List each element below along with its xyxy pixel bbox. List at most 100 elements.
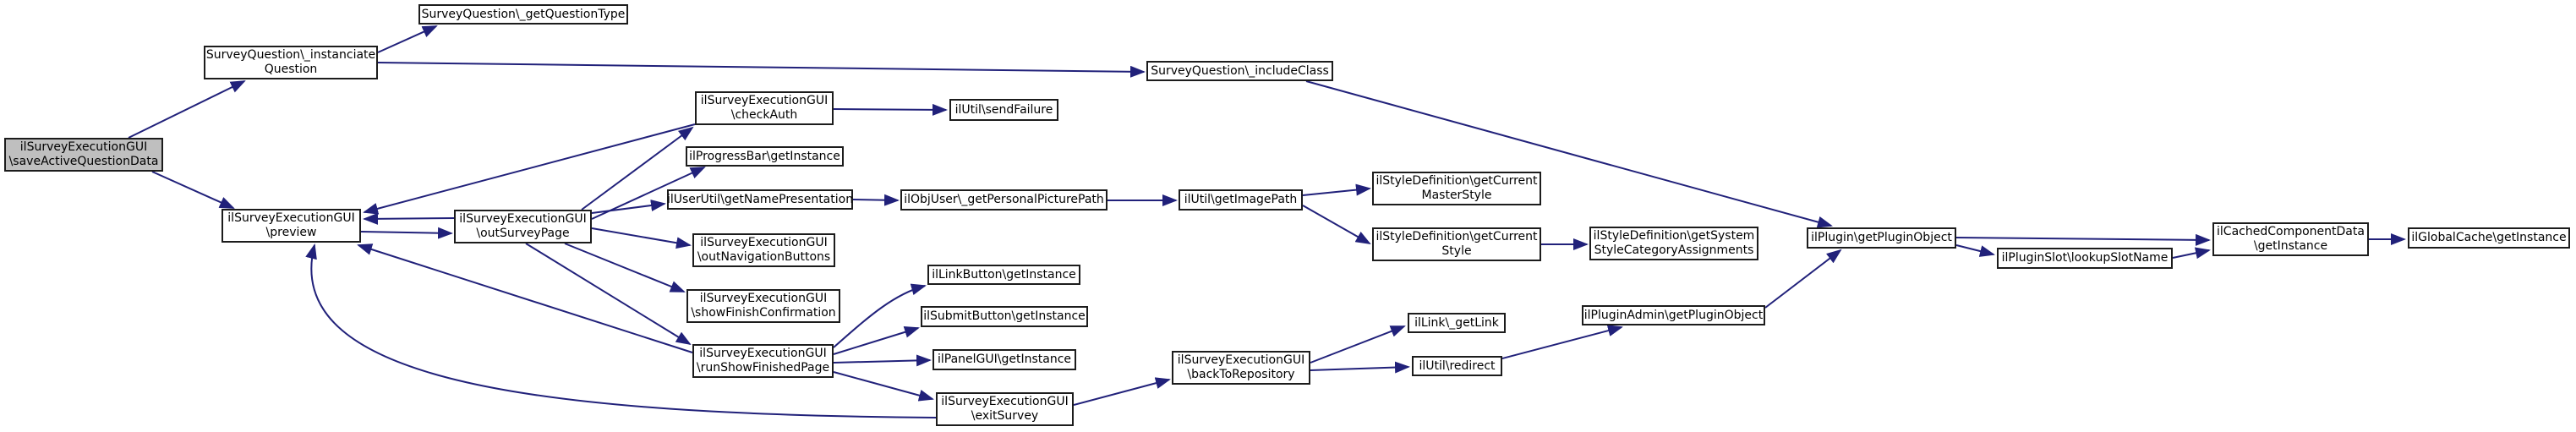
- edge-runShowFinishedPage-to-panelGUIGetInstance: [833, 354, 932, 367]
- graph-node-label: ilStyleDefinition\getCurrent: [1376, 230, 1538, 243]
- edge-outSurveyPage-to-outNavigationButtons: [591, 227, 692, 249]
- edge-saveActiveQuestionData-to-instanciateQuestion: [128, 80, 246, 139]
- graph-node-label: ilPlugin\getPluginObject: [1811, 231, 1952, 244]
- graph-node-label: ilSurveyExecutionGUI: [1177, 353, 1305, 367]
- graph-node-linkButtonGetInstance[interactable]: ilLinkButton\getInstance: [927, 265, 1080, 285]
- graph-node-label: SurveyQuestion\_includeClass: [1151, 63, 1329, 78]
- graph-node-outNavigationButtons[interactable]: ilSurveyExecutionGUI\outNavigationButton…: [692, 233, 835, 267]
- graph-node-label: \showFinishConfirmation: [691, 306, 836, 320]
- graph-node-label: ilProgressBar\getInstance: [689, 149, 840, 163]
- graph-node-label: ilSurveyExecutionGUI: [227, 211, 355, 225]
- edge-saveActiveQuestionData-to-preview: [151, 171, 235, 209]
- edge-backToRepository-to-redirect: [1310, 361, 1410, 374]
- edge-getImagePath-to-getCurrentMasterStyle: [1302, 183, 1371, 196]
- graph-node-label: ilSurveyExecutionGUI: [19, 140, 148, 154]
- graph-node-redirect[interactable]: ilUtil\redirect: [1412, 356, 1502, 376]
- edge-exitSurvey-to-backToRepository: [1073, 377, 1171, 406]
- graph-node-label: ilSurveyExecutionGUI: [459, 212, 587, 226]
- graph-node-pluginAdminGetPluginObject[interactable]: ilPluginAdmin\getPluginObject: [1582, 305, 1765, 325]
- graph-node-getImagePath[interactable]: ilUtil\getImagePath: [1179, 189, 1303, 211]
- graph-node-label: MasterStyle: [1421, 189, 1492, 202]
- graph-node-checkAuth[interactable]: ilSurveyExecutionGUI\checkAuth: [695, 91, 834, 125]
- graph-node-showFinishConfirmation[interactable]: ilSurveyExecutionGUI\showFinishConfirmat…: [686, 289, 840, 323]
- graph-node-saveActiveQuestionData: ilSurveyExecutionGUI\saveActiveQuestionD…: [4, 138, 163, 172]
- graph-node-label: ilPanelGUI\getInstance: [937, 353, 1072, 366]
- edge-lookupSlotName-to-cachedComponentDataGetInstance: [2172, 247, 2211, 260]
- graph-node-label: ilSurveyExecutionGUI: [941, 395, 1069, 408]
- edge-instanciateQuestion-to-includeClass: [377, 62, 1146, 78]
- graph-node-getQuestionType[interactable]: SurveyQuestion\_getQuestionType: [418, 4, 628, 25]
- edge-pluginAdminGetPluginObject-to-pluginGetPluginObject: [1764, 249, 1842, 309]
- graph-node-label: ilLinkButton\getInstance: [932, 267, 1076, 282]
- graph-node-label: \checkAuth: [730, 108, 798, 122]
- edge-pluginGetPluginObject-to-cachedComponentDataGetInstance: [1955, 233, 2211, 246]
- edge-outSurveyPage-to-runShowFinishedPage: [525, 243, 692, 346]
- graph-node-progressBarGetInstance[interactable]: ilProgressBar\getInstance: [686, 146, 844, 167]
- graph-node-label: ilGlobalCache\getInstance: [2411, 231, 2567, 244]
- edge-outSurveyPage-to-showFinishConfirmation: [564, 243, 686, 293]
- graph-node-label: SurveyQuestion\_instanciate: [205, 48, 376, 62]
- graph-node-runShowFinishedPage[interactable]: ilSurveyExecutionGUI\runShowFinishedPage: [692, 344, 834, 378]
- graph-node-lookupSlotName[interactable]: ilPluginSlot\lookupSlotName: [1997, 248, 2173, 269]
- graph-node-getPersonalPicturePath[interactable]: ilObjUser\_getPersonalPicturePath: [900, 189, 1108, 211]
- edge-outSurveyPage-to-getNamePresentation: [591, 200, 666, 214]
- edge-runShowFinishedPage-to-preview: [357, 243, 693, 353]
- graph-node-getNamePresentation[interactable]: ilUserUtil\getNamePresentation: [667, 189, 853, 210]
- edge-redirect-to-pluginAdminGetPluginObject: [1501, 325, 1623, 359]
- graph-node-label: \runShowFinishedPage: [696, 361, 830, 375]
- edge-checkAuth-to-sendFailure: [833, 103, 948, 116]
- graph-node-label: ilUserUtil\getNamePresentation: [666, 192, 854, 206]
- graph-node-label: \exitSurvey: [971, 409, 1039, 423]
- edge-getImagePath-to-getCurrentStyle: [1302, 205, 1371, 244]
- graph-node-submitButtonGetInstance[interactable]: ilSubmitButton\getInstance: [921, 306, 1088, 327]
- graph-node-label: Question: [264, 63, 318, 76]
- graph-node-outSurveyPage[interactable]: ilSurveyExecutionGUI\outSurveyPage: [454, 210, 592, 243]
- graph-node-globalCacheGetInstance[interactable]: ilGlobalCache\getInstance: [2408, 227, 2570, 249]
- graph-node-label: ilSubmitButton\getInstance: [923, 309, 1086, 323]
- edge-runShowFinishedPage-to-exitSurvey: [833, 371, 934, 402]
- graph-node-label: SurveyQuestion\_getQuestionType: [421, 7, 626, 21]
- graph-node-label: \preview: [265, 226, 317, 239]
- graph-node-label: ilStyleDefinition\getCurrent: [1376, 174, 1538, 188]
- graph-node-label: ilPluginSlot\lookupSlotName: [2001, 251, 2169, 265]
- graph-node-label: StyleCategoryAssignments: [1594, 243, 1754, 257]
- edge-outSurveyPage-to-preview: [363, 212, 455, 225]
- edge-pluginGetPluginObject-to-lookupSlotName: [1955, 244, 1995, 257]
- graph-node-label: \saveActiveQuestionData: [8, 155, 159, 168]
- graph-node-preview[interactable]: ilSurveyExecutionGUI\preview: [222, 209, 361, 243]
- graph-node-label: Style: [1441, 244, 1472, 258]
- graph-node-label: ilSurveyExecutionGUI: [699, 347, 827, 360]
- graph-node-exitSurvey[interactable]: ilSurveyExecutionGUI\exitSurvey: [936, 392, 1074, 426]
- graph-node-label: ilObjUser\_getPersonalPicturePath: [904, 193, 1104, 206]
- edge-preview-to-outSurveyPage: [360, 227, 453, 239]
- graph-node-label: ilUtil\sendFailure: [954, 102, 1053, 117]
- edge-includeClass-to-pluginGetPluginObject: [1305, 80, 1833, 228]
- graph-node-label: ilUtil\redirect: [1419, 358, 1496, 373]
- graph-node-includeClass[interactable]: SurveyQuestion\_includeClass: [1146, 61, 1333, 81]
- graph-node-backToRepository[interactable]: ilSurveyExecutionGUI\backToRepository: [1172, 351, 1310, 385]
- graph-node-label: ilSurveyExecutionGUI: [700, 94, 829, 107]
- graph-node-cachedComponentDataGetInstance[interactable]: ilCachedComponentData\getInstance: [2212, 222, 2369, 256]
- graph-node-panelGUIGetInstance[interactable]: ilPanelGUI\getInstance: [933, 349, 1076, 370]
- graph-node-label: \outNavigationButtons: [697, 250, 831, 264]
- graph-node-label: ilPluginAdmin\getPluginObject: [1583, 308, 1764, 322]
- graph-node-label: ilLink\_getLink: [1414, 315, 1499, 330]
- graph-node-label: ilStyleDefinition\getSystem: [1593, 229, 1755, 243]
- graph-node-label: ilSurveyExecutionGUI: [699, 292, 828, 305]
- graph-node-label: ilCachedComponentData: [2217, 225, 2365, 238]
- graph-node-getLink[interactable]: ilLink\_getLink: [1408, 313, 1506, 333]
- graph-node-label: ilUtil\getImagePath: [1184, 193, 1298, 206]
- graph-node-label: ilSurveyExecutionGUI: [700, 236, 828, 249]
- graph-node-label: \getInstance: [2253, 239, 2328, 253]
- edge-outSurveyPage-to-checkAuth: [581, 126, 694, 211]
- edge-backToRepository-to-getLink: [1310, 325, 1406, 364]
- graph-node-pluginGetPluginObject[interactable]: ilPlugin\getPluginObject: [1807, 227, 1956, 249]
- graph-node-label: \backToRepository: [1187, 368, 1295, 381]
- graph-node-sendFailure[interactable]: ilUtil\sendFailure: [949, 99, 1058, 121]
